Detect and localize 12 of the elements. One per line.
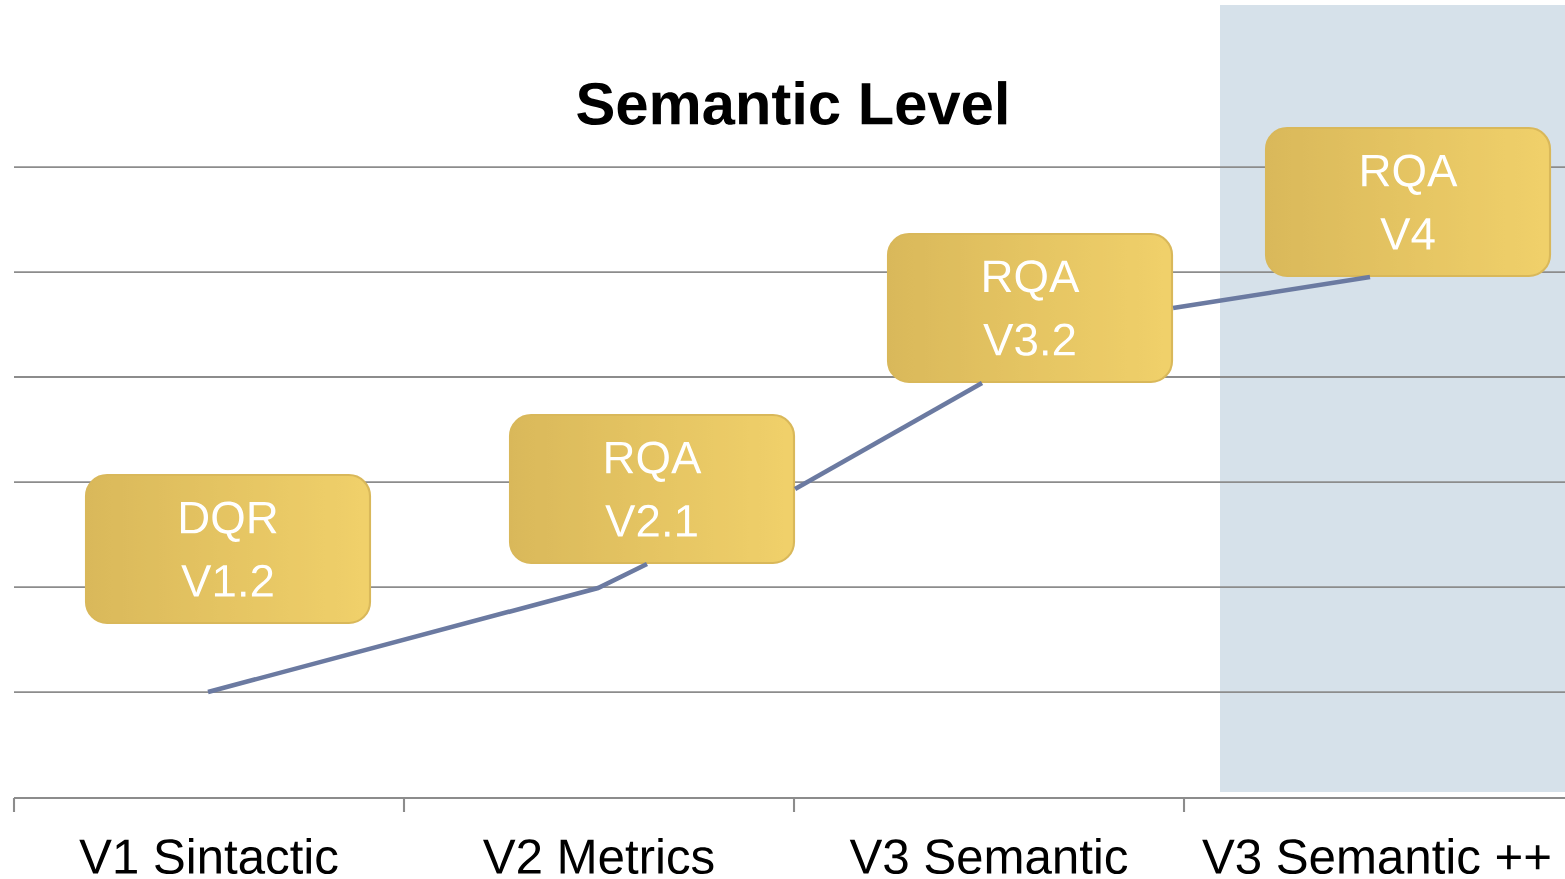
chart-line: [793, 381, 984, 491]
label-box: RQA V3.2: [886, 232, 1174, 384]
label-box: RQA V4: [1264, 126, 1552, 278]
chart-line: [1172, 274, 1371, 311]
axis-label: V3 Semantic ++: [1202, 837, 1550, 875]
axis-label: V1 Sintactic: [79, 837, 338, 875]
label-box: DQR V1.2: [84, 473, 372, 625]
axis-label: V2 Metrics: [483, 837, 714, 875]
chart-line: [207, 562, 648, 695]
axis-label: V3 Semantic: [849, 837, 1128, 875]
chart-title: Semantic Level: [577, 81, 1007, 125]
label-box: RQA V2.1: [508, 413, 796, 565]
